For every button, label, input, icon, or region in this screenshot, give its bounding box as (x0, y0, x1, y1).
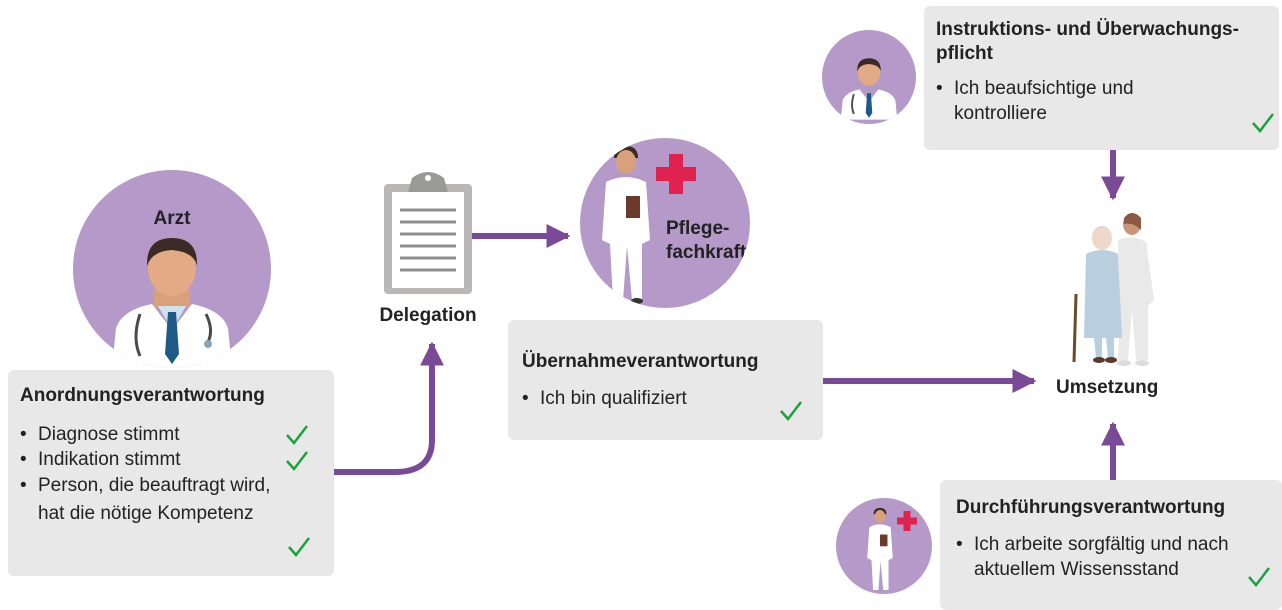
medical-cross-icon (656, 154, 696, 194)
order-item-competence: Person, die beauftragt wird, hat die nöt… (20, 472, 278, 528)
instruction-title-line1: Instruktions- und Überwachungs- (936, 19, 1239, 40)
execution-responsibility-box: Durchführungsverantwortung Ich arbeite s… (940, 480, 1282, 610)
check-icon (288, 537, 310, 557)
order-responsibility-title: Anordnungsverantwortung (20, 385, 265, 406)
check-icon (286, 425, 308, 445)
elderly-care-icon (1072, 213, 1154, 366)
instruction-item-line1: Ich beaufsichtige und (936, 76, 1267, 101)
check-icon (1248, 567, 1270, 587)
doctor-label: Arzt (153, 208, 191, 229)
check-icon (286, 451, 308, 471)
execution-item-line1: Ich arbeite sorgfältig und nach (956, 532, 1266, 557)
instruction-title-line2: pflicht (936, 43, 993, 64)
execution-nurse-circle (836, 498, 932, 594)
execution-item-line2: aktuellem Wissensstand (974, 559, 1179, 580)
nurse-icon (867, 507, 893, 590)
arrow-order-to-delegation (334, 341, 444, 475)
order-responsibility-box: Anordnungsverantwortung Diagnose stimmt … (8, 370, 334, 576)
implementation-label: Umsetzung (1056, 377, 1159, 398)
nurse-label-line1: Pflege- (666, 218, 730, 239)
order-item-indication: Indikation stimmt (20, 447, 322, 472)
instruction-doctor-circle (822, 30, 916, 124)
delegation-label: Delegation (379, 305, 477, 326)
instruction-item-line2: kontrolliere (954, 103, 1047, 124)
takeover-responsibility-title: Übernahmeverantwortung (522, 351, 759, 372)
doctor-circle: Arzt (73, 170, 271, 368)
takeover-item-qualified: Ich bin qualifiziert (522, 386, 809, 411)
check-icon (1252, 113, 1274, 133)
takeover-responsibility-box: Übernahmeverantwortung Ich bin qualifizi… (508, 320, 823, 440)
execution-title: Durchführungsverantwortung (956, 497, 1226, 518)
medical-cross-icon (897, 511, 917, 531)
clipboard-icon (384, 172, 472, 294)
doctor-icon (112, 238, 232, 368)
check-icon (780, 401, 802, 421)
instruction-supervision-box: Instruktions- und Überwachungs- pflicht … (924, 6, 1279, 150)
doctor-icon (840, 58, 898, 120)
nurse-icon (602, 146, 650, 304)
nurse-label-line2: fachkraft (666, 242, 747, 263)
order-item-diagnosis: Diagnose stimmt (20, 422, 322, 447)
nurse-circle: Pflege- fachkraft (580, 138, 750, 308)
